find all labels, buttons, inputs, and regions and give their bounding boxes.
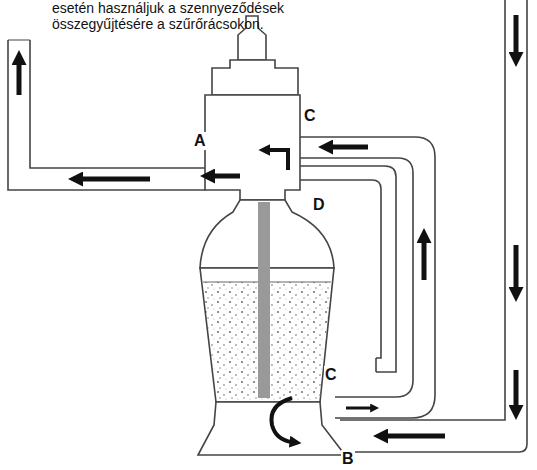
flow-arrow <box>385 434 445 439</box>
flow-arrow <box>422 240 427 280</box>
port-letter: C <box>303 107 317 125</box>
flow-arrow <box>17 62 22 95</box>
filter-body <box>198 16 345 455</box>
port-letter: A <box>193 132 207 150</box>
note-text: esetén használjuk a szennyeződések össze… <box>52 0 314 32</box>
flow-arrow <box>330 145 368 150</box>
flow-arrow <box>268 148 290 152</box>
inlet-pipe <box>340 0 505 420</box>
port-letter: B <box>341 450 355 468</box>
center-tube <box>258 202 270 398</box>
flow-arrow <box>514 15 519 55</box>
flow-arrow <box>80 177 150 182</box>
pipe-end <box>8 40 30 41</box>
port-letter: D <box>312 196 326 214</box>
flow-arrows <box>19 15 516 442</box>
flow-arrow <box>514 245 519 290</box>
pipe-end <box>375 358 377 372</box>
valve-body <box>205 95 300 200</box>
inlet-pipe <box>340 0 527 452</box>
swirl-arrow <box>271 398 292 442</box>
outlet-pipe <box>30 40 205 168</box>
outlet-pipe <box>8 40 205 190</box>
flow-arrow <box>212 174 240 179</box>
flow-arrow <box>514 370 519 408</box>
valve-top <box>212 60 298 95</box>
pipes <box>8 0 527 452</box>
port-letter: C <box>324 366 338 384</box>
flow-arrow <box>346 407 372 410</box>
flow-arrow <box>286 150 290 170</box>
